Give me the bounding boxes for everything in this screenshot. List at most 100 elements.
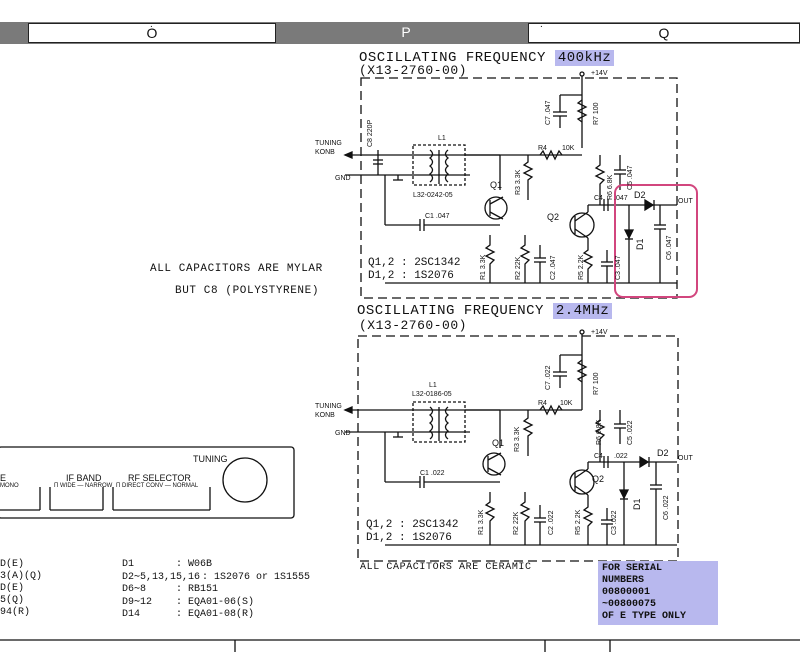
c1-q2-label: Q2 — [547, 212, 559, 222]
circuit1-q-spec: Q1,2 : 2SC1342 — [368, 257, 461, 269]
c1-r3-label: R3 3.3K — [515, 169, 522, 195]
c1-c1-label: C1 .047 — [425, 213, 450, 220]
c2-r1-label: R1 3.3K — [478, 509, 485, 535]
mylar-note-line1: ALL CAPACITORS ARE MYLAR — [150, 263, 323, 275]
c1-r6-label: R6 6.8K — [607, 174, 614, 200]
c1-c7-label: C7 .047 — [545, 100, 552, 125]
c2-c2-label: C2 .022 — [548, 510, 555, 535]
c1-r5-label: R5 2.2K — [578, 254, 585, 280]
c2-d1-label: D1 — [632, 498, 642, 510]
c2-out-label: OUT — [678, 455, 694, 462]
c1-d2-label: D2 — [634, 190, 646, 200]
c2-r6-label: R6 6.8K — [596, 419, 603, 445]
c2-r4-label: R4 — [538, 400, 547, 407]
c2-r3-label: R3 3.3K — [514, 426, 521, 452]
left-legend-item: 3(A)(Q) — [0, 571, 43, 582]
c2-tuning-label: TUNING — [315, 403, 342, 410]
c1-tuning2-label: KONB — [315, 149, 335, 156]
column-o-text: O — [146, 25, 158, 41]
circuit1-dashed-border — [360, 77, 678, 299]
left-legend: D(E) 3(A)(Q) D(E) 5(Q) 94(R) — [0, 559, 42, 619]
c1-c4-value: .047 — [614, 195, 628, 202]
diode-legend-value: : EQA01-06(S) — [176, 596, 255, 608]
serial-line-1: FOR SERIAL — [602, 563, 663, 574]
c2-c6-label: C6 .022 — [663, 495, 670, 520]
ceramic-note: ALL CAPACITORS ARE CERAMIC — [360, 562, 532, 573]
c1-r4-label: R4 — [538, 145, 547, 152]
c1-r7-label: R7 100 — [593, 102, 600, 125]
panel-left-e-label: E — [0, 473, 7, 483]
left-legend-item: 94(R) — [0, 607, 31, 618]
circuit1-title: OSCILLATING FREQUENCY 400kHz — [359, 50, 615, 66]
circuit1-highlight-box — [614, 184, 698, 298]
c1-tuning-label: TUNING — [315, 140, 342, 147]
c2-q2-label: Q2 — [592, 474, 604, 484]
c1-supply-label: +14V — [591, 70, 608, 77]
c2-q1-label: Q1 — [492, 438, 504, 448]
c2-r4-value: 10K — [560, 400, 573, 407]
c1-q1-label: Q1 — [490, 180, 502, 190]
mylar-note-line2: BUT C8 (POLYSTYRENE) — [175, 285, 320, 297]
c2-c7-label: C7 .022 — [545, 365, 552, 390]
circuit1-title-text: OSCILLATING FREQUENCY — [359, 50, 546, 66]
diode-legend-row: D6∼8: RB151 — [122, 584, 310, 597]
circuit2-freq-badge: 2.4MHz — [552, 303, 613, 319]
c2-coil-part: L32-0186-05 — [412, 391, 452, 398]
c2-coil-label: L1 — [429, 382, 437, 389]
circuit2-title-text: OSCILLATING FREQUENCY — [357, 303, 544, 319]
panel-if-options: Π WIDE — NARROW — [54, 483, 113, 489]
diode-legend-key: D2∼5,13,15,16 — [122, 571, 201, 583]
panel-rf-options: Π DIRECT CONV — NORMAL — [116, 483, 199, 489]
header-dot-2: . — [540, 19, 543, 30]
circuit2-d-spec: D1,2 : 1S2076 — [366, 532, 452, 544]
column-o-label: O — [28, 23, 276, 43]
diode-legend-value: : EQA01-08(R) — [176, 609, 255, 620]
diode-legend-value: : 1S2076 or 1S1555 — [202, 571, 311, 583]
c2-tuning2-label: KONB — [315, 412, 335, 419]
column-p-label: P — [386, 23, 426, 41]
c1-gnd-label: GND — [335, 175, 351, 182]
circuit2-part: (X13-2760-00) — [359, 318, 467, 333]
serial-number-note: FOR SERIAL NUMBERS 00800001 ~00800075 OF… — [598, 561, 718, 625]
c2-c3-label: C3 .022 — [611, 510, 618, 535]
left-legend-item: 5(Q) — [0, 595, 25, 606]
column-q-label: Q — [528, 23, 800, 43]
c1-c5-label: C5 .047 — [627, 165, 634, 190]
panel-left-mono-label: MONO — [0, 483, 19, 489]
diode-legend-row: D14 : EQA01-08(R) — [122, 609, 310, 622]
diode-legend-row: D2∼5,13,15,16: 1S2076 or 1S1555 — [122, 572, 310, 585]
c2-d2-label: D2 — [657, 448, 669, 458]
c2-r7-label: R7 100 — [593, 372, 600, 395]
c1-out-label: OUT — [678, 198, 694, 205]
diode-legend-key: D14 — [122, 609, 141, 620]
c2-supply-label: +14V — [591, 329, 608, 336]
serial-line-5: OF E TYPE ONLY — [602, 611, 687, 622]
circuit1-d-spec: D1,2 : 1S2076 — [368, 270, 454, 282]
left-legend-item: D(E) — [0, 583, 25, 594]
c1-c4-label: C4 — [594, 195, 603, 202]
c2-c5-label: C5 .022 — [627, 420, 634, 445]
c1-c2-label: C2 .047 — [550, 255, 557, 280]
serial-line-4: ~00800075 — [602, 599, 657, 610]
diode-legend-row: D9∼12: EQA01-06(S) — [122, 597, 310, 610]
diode-legend-key: D6∼8 — [122, 584, 147, 595]
c1-r4-value: 10K — [562, 145, 575, 152]
left-legend-item: D(E) — [0, 559, 25, 570]
c2-r2-label: R2 22K — [513, 511, 520, 535]
c2-c4-label: C4 — [594, 453, 603, 460]
diode-legend-row: D1: W06B — [122, 559, 310, 572]
diode-legend-key: D1 — [122, 559, 135, 570]
c2-gnd-label: GND — [335, 430, 351, 437]
c1-r1-label: R1 3.3K — [480, 254, 487, 280]
column-q-text: Q — [658, 25, 670, 41]
serial-line-2: NUMBERS — [602, 575, 645, 586]
diode-legend: D1: W06B D2∼5,13,15,16: 1S2076 or 1S1555… — [122, 559, 310, 622]
c1-c8-label: C8 220P — [367, 119, 374, 147]
c1-coil-part: L32-0242-05 — [413, 192, 453, 199]
header-dot-1: . — [150, 19, 153, 30]
panel-tuning-label: TUNING — [193, 454, 228, 464]
circuit2-title: OSCILLATING FREQUENCY 2.4MHz — [357, 303, 613, 319]
c2-r5-label: R5 2.2K — [575, 509, 582, 535]
circuit1-freq-badge: 400kHz — [554, 50, 615, 66]
